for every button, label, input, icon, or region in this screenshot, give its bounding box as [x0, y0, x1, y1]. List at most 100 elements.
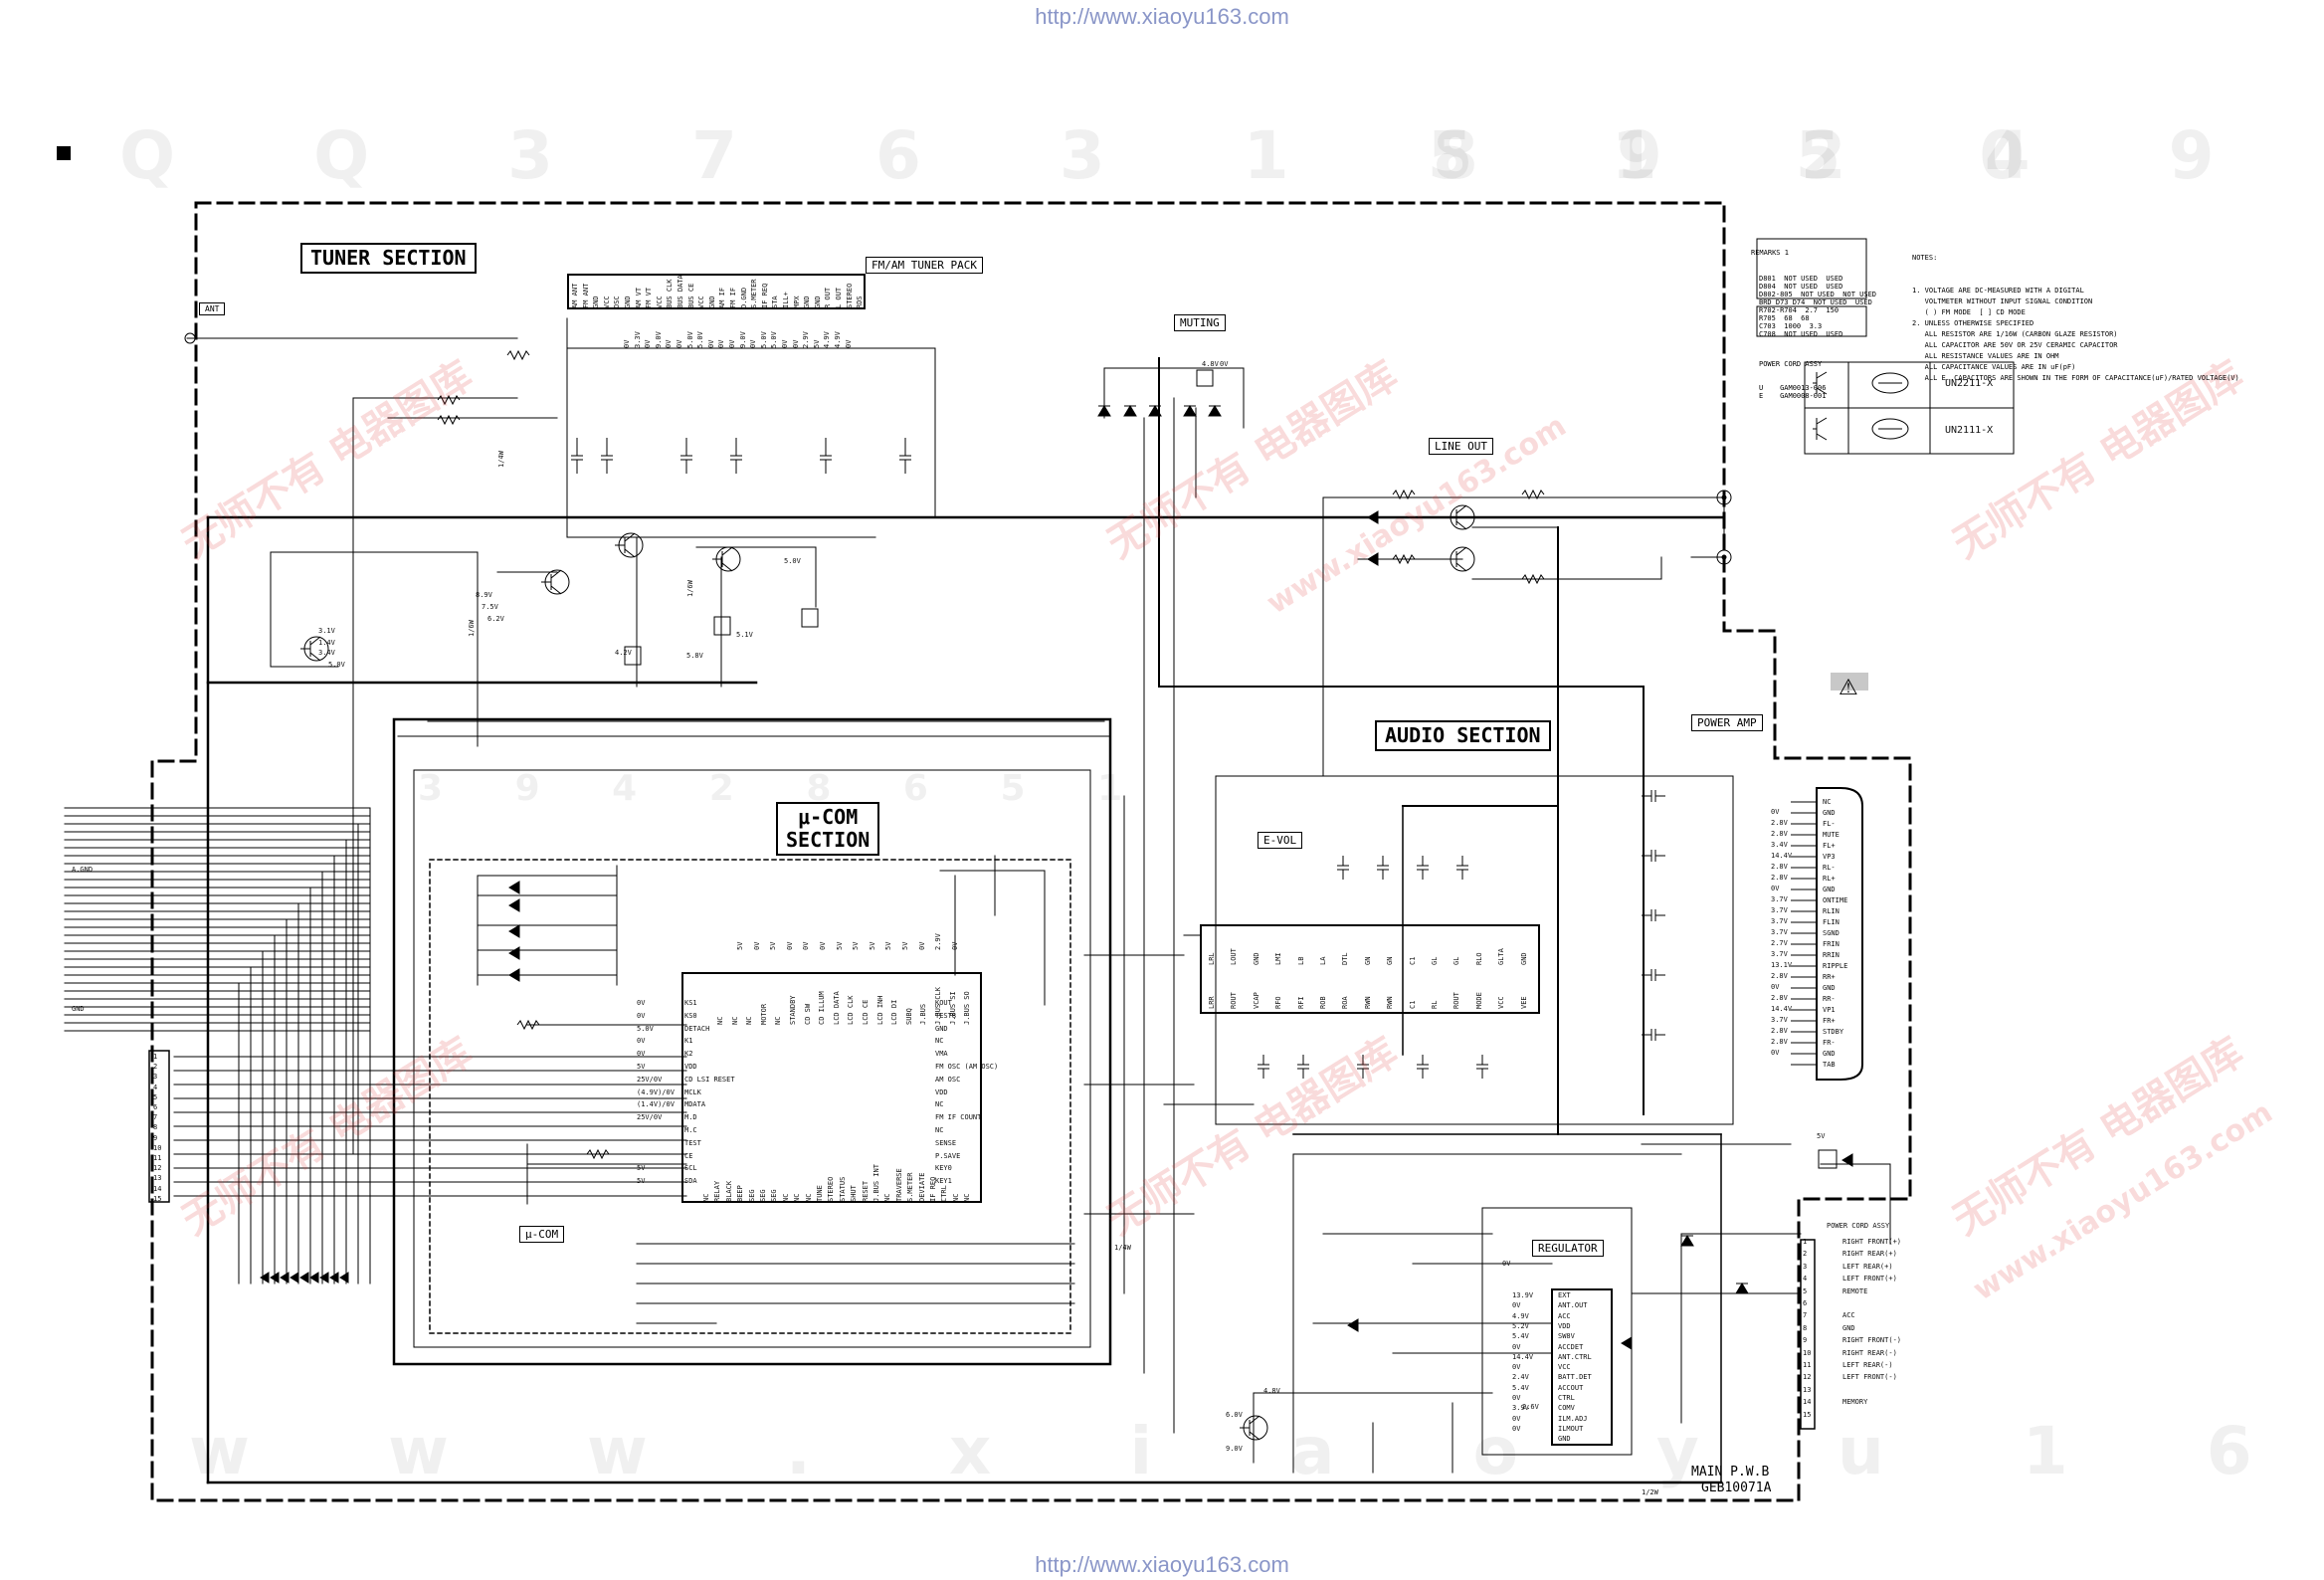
- ucom-bottom-pin: NC: [781, 1193, 790, 1202]
- voltage-label: 0V: [1220, 360, 1229, 368]
- bus-label-agnd: A.GND: [72, 866, 94, 874]
- power-amp-voltage: 14.4V: [1771, 852, 1793, 860]
- power-cord-pin-label: LEFT REAR(-): [1842, 1361, 1893, 1369]
- ucom-left-pin: SCL: [684, 1164, 697, 1173]
- tuner-pack-voltage: 5.0V: [696, 331, 705, 348]
- evol-bottom-pin: MODE: [1474, 992, 1483, 1009]
- power-amp-pin: VP3: [1823, 853, 1836, 861]
- power-amp-ic: [1816, 787, 1863, 1081]
- power-amp-voltage: 0V: [1771, 885, 1780, 892]
- tuner-pack-pin: D.GND: [739, 287, 748, 308]
- connector-pin: 5: [153, 1092, 158, 1101]
- power-amp-voltage: 3.4V: [1771, 841, 1788, 849]
- ucom-right-pin: GND: [935, 1024, 948, 1033]
- evol-top-pin: GL: [1452, 956, 1461, 965]
- power-amp-pin: FL-: [1823, 820, 1836, 828]
- evol-bottom-pin: ROUT: [1452, 992, 1461, 1009]
- evol-top-pin: LA: [1319, 956, 1327, 965]
- ucom-top-voltage: 2.9V: [934, 933, 943, 950]
- ucom-top-pin: J.BUS: [919, 1003, 928, 1025]
- resistor-rating-label: 1/6W: [468, 620, 476, 637]
- ucom-left-voltage: 5V: [637, 1164, 646, 1173]
- power-cord-pin-number: 1: [1803, 1238, 1808, 1246]
- regulator-voltage: 0V: [1512, 1363, 1521, 1372]
- power-amp-pin: RR+: [1823, 973, 1836, 981]
- voltage-label: 7.5V: [482, 603, 498, 611]
- components: [184, 238, 2015, 1441]
- ucom-left-pin: TEST: [684, 1138, 701, 1147]
- tuner-pack-pin: VCC: [655, 296, 664, 308]
- power-amp-voltage: 2.8V: [1771, 1038, 1788, 1046]
- power-amp-label: POWER AMP: [1691, 714, 1763, 731]
- e-vol-label: E-VOL: [1258, 832, 1303, 849]
- evol-bottom-pin: C1: [1408, 1000, 1417, 1009]
- ucom-bottom-pin: STATUS: [838, 1176, 847, 1202]
- ucom-ic: [681, 972, 982, 1203]
- tuner-pack-pin: GND: [707, 296, 716, 308]
- connector-pin: 7: [153, 1113, 158, 1122]
- notes-lines: 1. VOLTAGE ARE DC-MEASURED WITH A DIGITA…: [1912, 286, 2239, 384]
- connector-pin: 15: [153, 1194, 162, 1203]
- ucom-top-pin: CD SW: [803, 1003, 812, 1025]
- ucom-frame: [392, 717, 1112, 1366]
- tuner-pack-voltage: 0V: [676, 339, 683, 348]
- power-cord-connector: [1800, 1239, 1816, 1430]
- remarks-title: REMARKS 1: [1751, 249, 1789, 257]
- power-cord-pin-label: RIGHT FRONT(+): [1842, 1238, 1902, 1246]
- connector-pin: 3: [153, 1073, 158, 1082]
- ucom-bottom-pin: NC: [804, 1193, 813, 1202]
- transistor-part-2: UN2111-X: [1945, 425, 1994, 436]
- cord-row: U GAM0013-006: [1759, 384, 1827, 392]
- tuner-pack-voltage: 4.9V: [823, 331, 832, 348]
- tuner-pack-pin: STEREO: [845, 283, 854, 308]
- ucom-left-pin: MDATA: [684, 1100, 706, 1109]
- note-line: ( ) FM MODE [ ] CD MODE: [1912, 308, 2026, 316]
- regulator-frame: [1481, 1207, 1633, 1456]
- ucom-top-voltage: 0V: [819, 941, 827, 950]
- power-cord-title: POWER CORD ASSY: [1827, 1222, 1890, 1230]
- regulator-pin: COMV: [1558, 1404, 1575, 1413]
- ucom-bottom-pin: BLACK: [724, 1180, 733, 1202]
- tuner-pack-voltage: 0V: [781, 339, 789, 348]
- ucom-bottom-pin: RELAY: [713, 1180, 722, 1202]
- source-url-bottom: http://www.xiaoyu163.com: [1035, 1552, 1289, 1577]
- ucom-bottom-pin: NC: [951, 1193, 960, 1202]
- ucom-right-pin: KEY1: [935, 1177, 952, 1186]
- regulator-voltage: 0V: [1512, 1301, 1521, 1310]
- ucom-left-pin: KS1: [684, 999, 697, 1007]
- power-cord-pin-number: 15: [1803, 1410, 1812, 1419]
- ucom-top-voltage: 0V: [802, 941, 811, 950]
- tuner-pack-pin: R OUT: [824, 287, 833, 308]
- evol-bottom-pin: LRR: [1208, 996, 1216, 1009]
- power-cord-pin-label: MEMORY: [1842, 1398, 1868, 1407]
- watermark-row3: w w w . x i a o y u 1 6 3 . c o m: [189, 1413, 2324, 1489]
- power-cord-pin-number: 3: [1803, 1262, 1808, 1271]
- ucom-right-pin: NC: [935, 1037, 944, 1046]
- ucom-bottom-pin: SEG: [770, 1189, 779, 1202]
- transistor-part-1: UN2211-X: [1945, 378, 1994, 389]
- tuner-pack-pin: FM VT: [645, 287, 654, 308]
- tuner-pack-voltage: 0V: [665, 339, 674, 348]
- voltage-label: 4.2V: [615, 649, 632, 657]
- regulator-pin: EXT: [1558, 1291, 1571, 1299]
- tuner-pack-voltage: 0V: [717, 339, 726, 348]
- ucom-left-pin: CE: [684, 1151, 693, 1160]
- ucom-top-pin: CD ILLUM: [818, 991, 827, 1025]
- regulator-voltage: 5.2V: [1512, 1321, 1529, 1330]
- ucom-top-pin: LCD DATA: [832, 991, 841, 1025]
- connector-pin: 6: [153, 1103, 158, 1111]
- muting-label: MUTING: [1174, 314, 1226, 331]
- resistor-rating-label: 1/6W: [686, 580, 694, 597]
- ucom-bottom-pin: SEG: [747, 1189, 756, 1202]
- power-amp-voltage: 2.8V: [1771, 994, 1788, 1002]
- tuner-pack-voltage: 2.9V: [802, 331, 811, 348]
- ucom-top-voltage: 0V: [917, 941, 926, 950]
- ucom-section-title-line1: μ-COM: [798, 805, 859, 829]
- power-amp-pin: GND: [1823, 984, 1836, 992]
- ucom-bottom-pin: BEEP: [736, 1185, 745, 1202]
- voltage-label: 9.0V: [1226, 1445, 1243, 1453]
- tuner-pack-pin: MPX: [792, 296, 801, 308]
- power-cord-pin-number: 6: [1803, 1299, 1808, 1307]
- power-amp-pin: STDBY: [1823, 1028, 1844, 1036]
- ucom-left-voltage: 0V: [637, 1037, 646, 1046]
